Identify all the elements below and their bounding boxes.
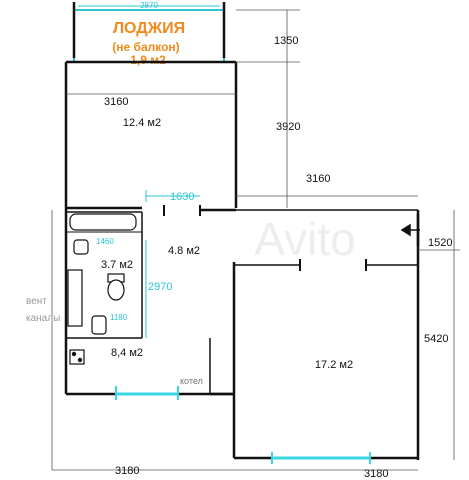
dim-3180-right-label: 3180	[364, 468, 388, 480]
loggia-title: ЛОДЖИЯ	[113, 20, 185, 37]
stove-burner-icon	[71, 351, 77, 357]
dim-3160-left-label: 3160	[104, 96, 128, 108]
toilet-bowl-icon	[107, 279, 125, 301]
dim-2970-label: 2970	[148, 281, 172, 293]
stove-icon	[69, 349, 85, 365]
dim-1460-label: 1460	[96, 237, 114, 246]
dim-3920-label: 3920	[276, 121, 300, 133]
room-top-area: 12.4 м2	[123, 117, 161, 129]
dim-1520-label: 1520	[428, 237, 452, 249]
loggia-subtitle: (не балкон)	[112, 40, 179, 54]
kitchen-sink-icon	[91, 315, 107, 335]
loggia: 2870 ЛОДЖИЯ (не балкон) 1,9 м2	[72, 1, 226, 67]
windows	[115, 386, 371, 464]
dim-3160-right-label: 3160	[306, 173, 330, 185]
dim-1350-label: 1350	[274, 35, 298, 47]
hall-area: 4.8 м2	[168, 245, 200, 257]
dim-3180-left-label: 3180	[115, 465, 139, 477]
dimension-lines	[51, 9, 460, 471]
vent-shaft-icon	[67, 269, 83, 327]
stove-burner-icon	[77, 357, 83, 363]
dim-1630-label: 1630	[170, 191, 194, 203]
cyan-dimension-lines	[145, 190, 200, 338]
kitchen-area: 8,4 м2	[111, 347, 143, 359]
loggia-area: 1,9 м2	[130, 53, 166, 67]
bathtub-icon	[69, 213, 137, 231]
sink-icon	[73, 239, 89, 255]
watermark-logo-text: Avito	[254, 213, 355, 265]
big-room-area: 17.2 м2	[315, 359, 353, 371]
fixtures	[67, 213, 137, 365]
boiler-label: котел	[180, 376, 203, 386]
walls	[64, 60, 420, 460]
bath-area: 3.7 м2	[101, 259, 133, 271]
dim-5420-label: 5420	[424, 333, 448, 345]
vent-label-line1: вент	[26, 296, 47, 307]
entrance-arrow-icon	[400, 214, 420, 246]
loggia-top-dim: 2870	[140, 1, 158, 10]
dim-1180-label: 1180	[110, 313, 128, 322]
vent-label-line2: каналы	[26, 313, 60, 324]
